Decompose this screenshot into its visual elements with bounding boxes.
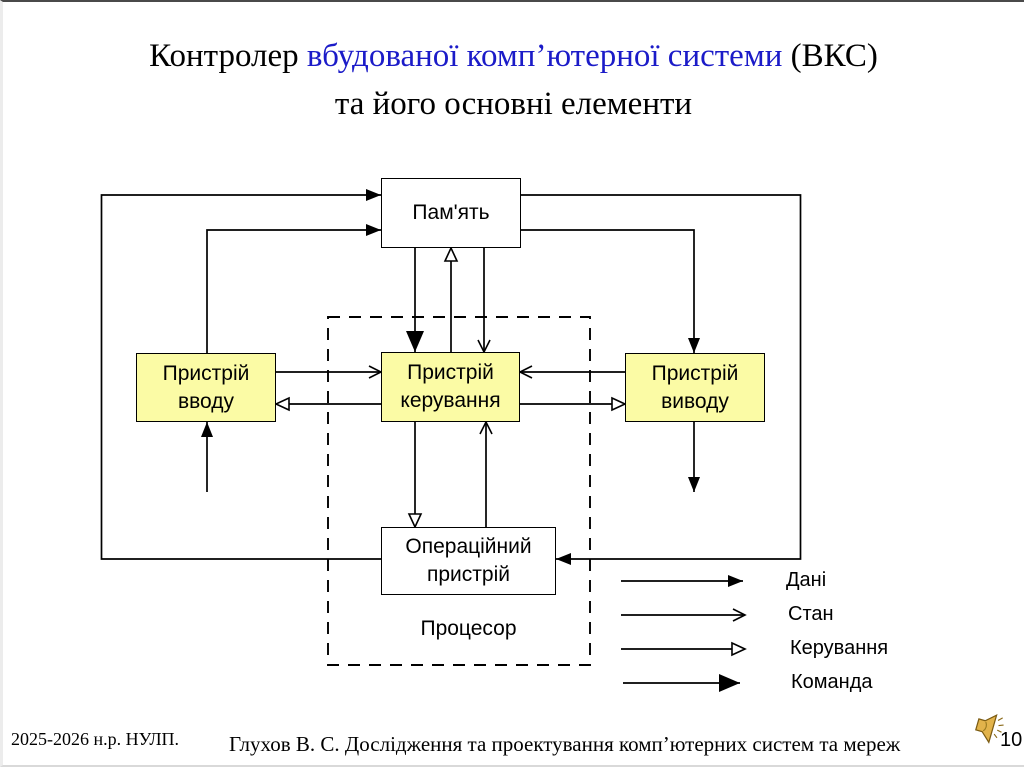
title-suffix: (ВКС) [782,38,878,74]
input-device-label: Пристрій вводу [162,361,250,413]
operational-device-box: Операційний пристрій [381,527,556,595]
output-device-label: Пристрій виводу [651,361,739,413]
operational-device-label: Операційний пристрій [405,535,532,586]
title-prefix: Контролер [149,38,307,74]
input-device-box: Пристрій вводу [136,353,276,422]
slide-title: Контролер вбудованої комп’ютерної систем… [3,32,1024,128]
legend-label-command: Команда [791,671,873,693]
processor-label: Процесор [420,617,517,640]
footer-year-org: 2025-2026 н.р. НУЛП. [11,729,180,749]
control-device-label: Пристрій керування [400,361,501,412]
memory-label: Пам'ять [412,201,490,224]
page-number: 10 [1000,729,1023,751]
memory-box: Пам'ять [381,178,521,248]
connector-memory-to-output [521,229,700,353]
footer-course-title: Глухов В. С. Дослідження та проектування… [229,732,901,756]
legend-label-control: Керування [790,637,889,659]
control-device-box: Пристрій керування [381,352,520,422]
output-device-box: Пристрій виводу [625,353,765,422]
block-diagram-connectors [100,189,802,692]
legend-label-data: Дані [786,569,827,591]
legend-label-state: Стан [788,603,834,625]
title-line-1: Контролер вбудованої комп’ютерної систем… [3,32,1024,80]
title-line-2: та його основні елементи [334,86,693,122]
processor-dashed-boundary [327,316,591,666]
connector-operational-to-memory [100,189,381,560]
title-highlight: вбудованої комп’ютерної системи [306,38,783,74]
connector-memory-to-operational [521,194,802,565]
connector-input-to-memory [206,224,381,353]
speaker-icon[interactable] [974,710,1006,746]
